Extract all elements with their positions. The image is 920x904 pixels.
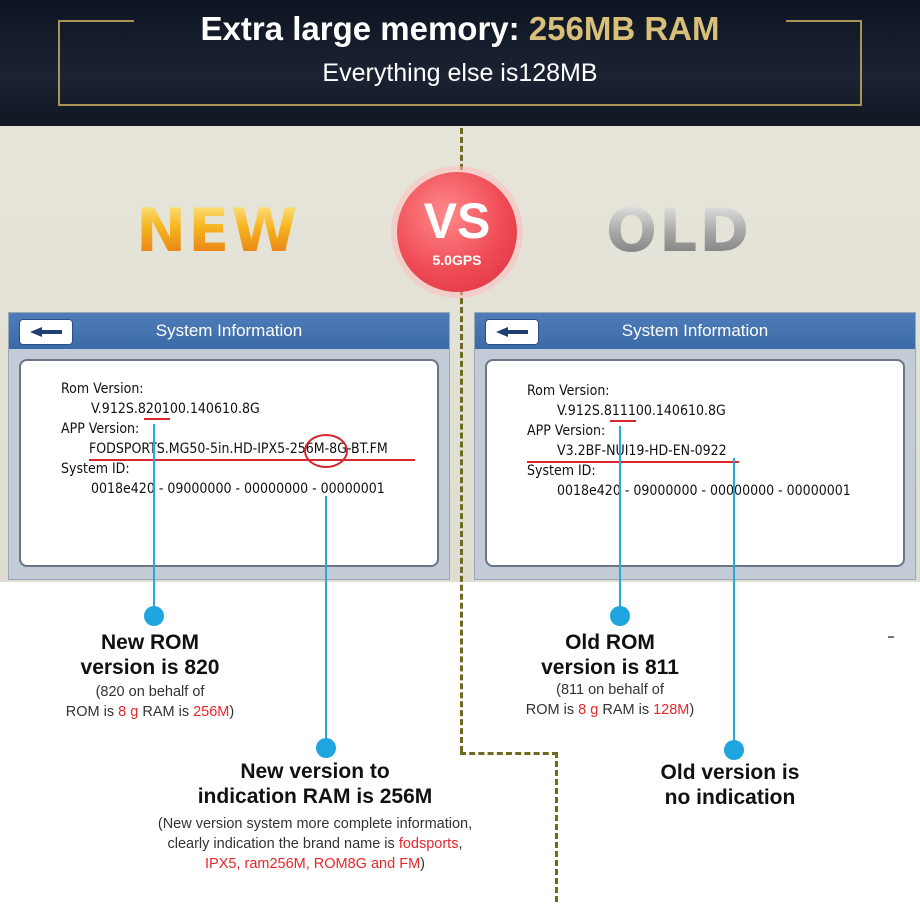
note-highlight: 8 g xyxy=(118,704,139,720)
note-text: ROM is xyxy=(65,704,119,720)
note-line: ROM is 8 g RAM is 128M) xyxy=(490,700,730,720)
connector-new-rom xyxy=(153,424,155,610)
banner-title-text: Extra large memory: xyxy=(200,10,520,47)
rom-underline xyxy=(144,418,170,420)
connector-dot xyxy=(724,740,744,760)
old-rom-caption: Old ROM version is 811 xyxy=(490,630,730,680)
caption-line: version is 811 xyxy=(541,656,679,679)
note-text: ) xyxy=(229,704,235,720)
info-card: Rom Version: V.912S.820100.140610.8G APP… xyxy=(19,359,439,567)
old-label: OLD xyxy=(606,196,752,266)
caption-line: Old ROM xyxy=(565,631,655,654)
connector-old-version xyxy=(733,458,735,744)
ram-highlight-circle xyxy=(304,434,348,468)
note-highlight: fodsports xyxy=(398,836,459,852)
rom-label: Rom Version: xyxy=(527,383,610,399)
panel-title-bar: System Information xyxy=(475,313,915,349)
caption-line: no indication xyxy=(664,786,796,809)
note-text: ROM is xyxy=(525,702,579,718)
connector-dot xyxy=(316,738,336,758)
note-highlight: 8 g xyxy=(578,702,599,718)
note-text: ) xyxy=(689,702,695,718)
new-version-note: (New version system more complete inform… xyxy=(110,814,520,874)
connector-old-rom xyxy=(619,426,621,612)
info-card: Rom Version: V.912S.811100.140610.8G APP… xyxy=(485,359,905,567)
vs-subtext: 5.0GPS xyxy=(432,252,482,268)
system-id-value: 0018e420 - 09000000 - 00000000 - 0000000… xyxy=(557,483,851,499)
note-text: RAM is xyxy=(138,704,194,720)
caption-line: version is 820 xyxy=(80,656,220,679)
note-text: clearly indication the brand name is xyxy=(167,836,399,852)
note-line: (811 on behalf of xyxy=(556,682,664,698)
banner-title: Extra large memory: 256MB RAM xyxy=(0,10,920,48)
banner-subtitle: Everything else is128MB xyxy=(322,59,598,87)
note-line: IPX5, ram256M, ROM8G and FM) xyxy=(110,854,520,874)
new-rom-note: (820 on behalf of ROM is 8 g RAM is 256M… xyxy=(30,682,270,722)
note-line: (New version system more complete inform… xyxy=(157,816,473,832)
note-text: RAM is xyxy=(598,702,654,718)
old-system-info-panel: System Information Rom Version: V.912S.8… xyxy=(474,312,916,580)
old-rom-note: (811 on behalf of ROM is 8 g RAM is 128M… xyxy=(490,680,730,720)
divider-vertical-bottom xyxy=(555,752,558,902)
note-line: clearly indication the brand name is fod… xyxy=(110,834,520,854)
back-arrow-icon[interactable] xyxy=(485,319,539,345)
app-value: V3.2BF-NUI19-HD-EN-0922 xyxy=(557,443,727,459)
old-version-caption: Old version is no indication xyxy=(610,760,850,810)
connector-dot xyxy=(610,606,630,626)
note-text: , xyxy=(458,836,463,852)
note-line: ROM is 8 g RAM is 256M) xyxy=(30,702,270,722)
note-highlight: 256M xyxy=(193,704,230,720)
rom-value: V.912S.820100.140610.8G xyxy=(91,401,260,417)
vs-text: VS xyxy=(423,193,491,249)
rom-value: V.912S.811100.140610.8G xyxy=(557,403,726,419)
system-id-label: System ID: xyxy=(527,463,596,479)
connector-dot xyxy=(144,606,164,626)
rom-label: Rom Version: xyxy=(61,381,144,397)
app-underline xyxy=(527,461,739,463)
app-underline xyxy=(89,459,415,461)
banner-title-highlight: 256MB RAM xyxy=(528,10,720,47)
panel-title-bar: System Information xyxy=(9,313,449,349)
system-id-label: System ID: xyxy=(61,461,130,477)
rom-underline xyxy=(610,420,636,422)
note-highlight: IPX5, ram256M, ROM8G and FM xyxy=(205,856,421,872)
new-system-info-panel: System Information Rom Version: V.912S.8… xyxy=(8,312,450,580)
caption-line: New version to xyxy=(240,760,390,783)
vs-badge: VS 5.0GPS xyxy=(397,172,517,292)
panel-title: System Information xyxy=(621,321,769,340)
new-version-caption: New version to indication RAM is 256M xyxy=(140,759,490,809)
decorative-mark xyxy=(888,636,894,638)
caption-line: Old version is xyxy=(660,761,800,784)
connector-new-version xyxy=(325,496,327,742)
top-banner: Extra large memory: 256MB RAM Everything… xyxy=(0,0,920,126)
app-label: APP Version: xyxy=(61,421,140,437)
back-arrow-icon[interactable] xyxy=(19,319,73,345)
new-label: NEW xyxy=(136,196,300,266)
divider-horizontal xyxy=(460,752,558,755)
panel-title: System Information xyxy=(155,321,303,340)
note-line: (820 on behalf of xyxy=(95,684,205,700)
banner-frame xyxy=(58,20,862,106)
caption-line: indication RAM is 256M xyxy=(197,785,433,808)
app-label: APP Version: xyxy=(527,423,606,439)
new-rom-caption: New ROM version is 820 xyxy=(30,630,270,680)
system-id-value: 0018e420 - 09000000 - 00000000 - 0000000… xyxy=(91,481,385,497)
divider-vertical-top xyxy=(460,128,463,752)
note-highlight: 128M xyxy=(653,702,690,718)
caption-line: New ROM xyxy=(100,631,199,654)
note-text: ) xyxy=(420,856,425,872)
